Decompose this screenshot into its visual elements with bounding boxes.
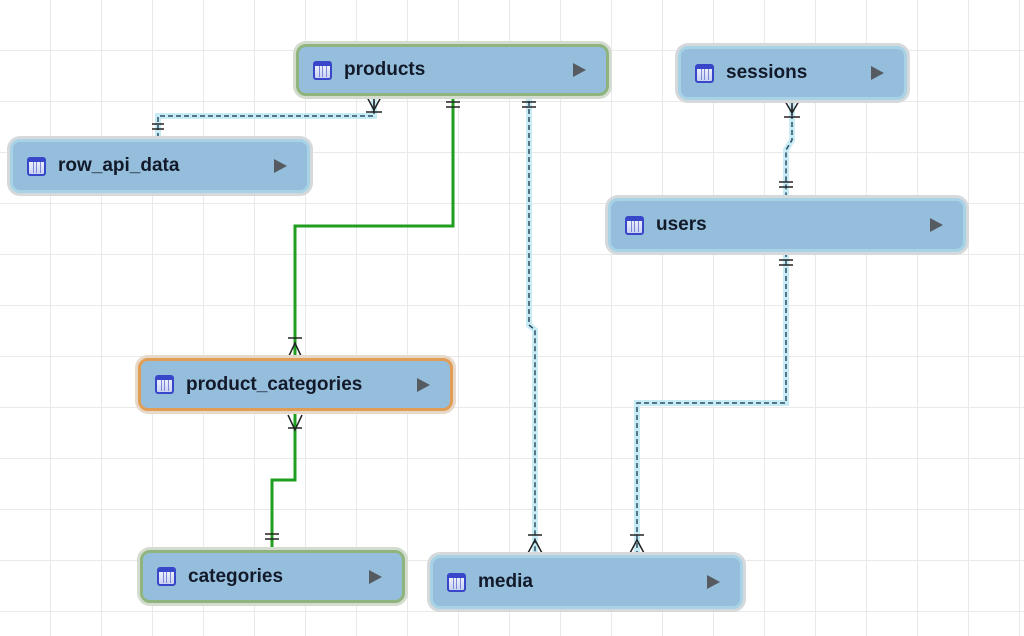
table-icon bbox=[27, 156, 46, 176]
expand-arrow-icon[interactable] bbox=[573, 63, 586, 77]
entity-categories[interactable]: categories bbox=[140, 550, 405, 603]
entity-products[interactable]: products bbox=[296, 44, 609, 96]
expand-arrow-icon[interactable] bbox=[369, 569, 382, 584]
table-icon bbox=[695, 63, 714, 83]
table-icon bbox=[313, 60, 332, 80]
entity-name: product_categories bbox=[186, 373, 363, 395]
expand-arrow-icon[interactable] bbox=[707, 575, 720, 589]
entity-row_api_data[interactable]: row_api_data bbox=[10, 139, 310, 193]
entity-name: users bbox=[656, 214, 707, 235]
entity-media[interactable]: media bbox=[430, 555, 743, 609]
expand-arrow-icon[interactable] bbox=[274, 159, 287, 173]
expand-arrow-icon[interactable] bbox=[417, 377, 430, 392]
table-icon bbox=[155, 375, 174, 394]
table-icon bbox=[625, 215, 644, 235]
table-icon bbox=[447, 572, 466, 592]
relationship-users-media[interactable] bbox=[629, 252, 793, 556]
expand-arrow-icon[interactable] bbox=[871, 66, 884, 80]
entity-name: categories bbox=[188, 565, 284, 587]
relationship-product_categories-categories[interactable] bbox=[265, 411, 303, 550]
relationship-products-media[interactable] bbox=[522, 93, 543, 556]
table-icon bbox=[157, 567, 176, 586]
entity-name: media bbox=[478, 571, 533, 592]
entity-sessions[interactable]: sessions bbox=[678, 46, 907, 100]
entity-name: row_api_data bbox=[58, 155, 180, 176]
entity-users[interactable]: users bbox=[608, 198, 966, 252]
entity-name: sessions bbox=[726, 62, 808, 83]
relationship-sessions-users[interactable] bbox=[779, 98, 800, 198]
expand-arrow-icon[interactable] bbox=[930, 218, 943, 232]
relationship-products-row_api_data[interactable] bbox=[152, 93, 382, 137]
relationship-products-product_categories[interactable] bbox=[287, 93, 460, 360]
entity-product_categories[interactable]: product_categories bbox=[138, 358, 453, 411]
entity-name: products bbox=[344, 59, 426, 80]
